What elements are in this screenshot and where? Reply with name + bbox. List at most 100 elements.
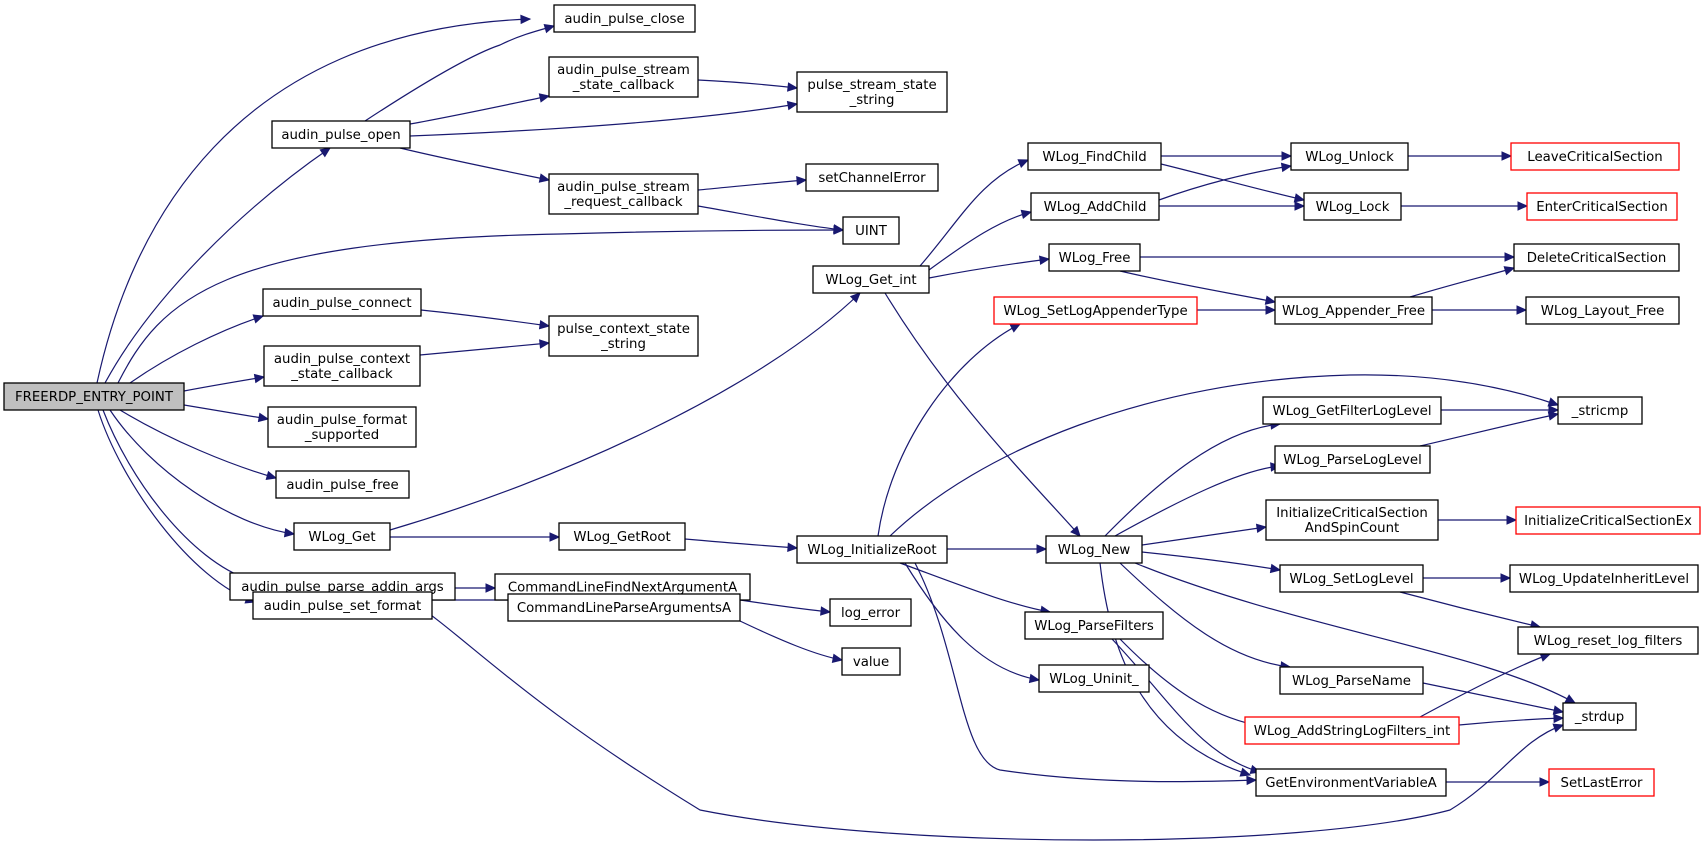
edge-line [904, 562, 1040, 681]
node-wlog-unlock[interactable]: WLog_Unlock [1290, 142, 1409, 171]
node-label: WLog_Unlock [1305, 150, 1394, 165]
node-wlog-get[interactable]: WLog_Get [293, 522, 391, 551]
node-audin-pulse-set-format[interactable]: audin_pulse_set_format [252, 591, 433, 620]
arrowhead [1547, 397, 1560, 407]
edge-line [104, 147, 331, 384]
edge-line [409, 599, 1564, 841]
node-wlog-free[interactable]: WLog_Free [1048, 243, 1141, 272]
node-wlog-reset-log-filters[interactable]: WLog_reset_log_filters [1517, 626, 1699, 655]
node-label: WLog_GetRoot [573, 530, 670, 545]
edge-wlog-initializeroot-to-stricmp [889, 374, 1560, 537]
edge-getenvironmentvariablea-to-setlasterror [1446, 777, 1551, 787]
node-wlog-parsefilters[interactable]: WLog_ParseFilters [1024, 611, 1164, 640]
node-box [548, 173, 699, 215]
arrowhead [787, 542, 799, 553]
node-setchannelerror[interactable]: setChannelError [805, 163, 939, 192]
node-wlog-uninit[interactable]: WLog_Uninit_ [1038, 664, 1150, 693]
node-pulse-context-state-string[interactable]: pulse_context_state_string [548, 315, 699, 357]
node-wlog-updateinheritlevel[interactable]: WLog_UpdateInheritLevel [1509, 564, 1699, 593]
node-log-error[interactable]: log_error [829, 598, 912, 627]
node-wlog-lock[interactable]: WLog_Lock [1303, 192, 1402, 221]
arrowhead [833, 224, 845, 234]
node-deletecriticalsection[interactable]: DeleteCriticalSection [1513, 243, 1680, 272]
edge-line [389, 292, 861, 531]
node-box [548, 56, 699, 98]
node-wlog-get-int[interactable]: WLog_Get_int [812, 265, 930, 294]
node-wlog-getfilterloglevel[interactable]: WLog_GetFilterLogLevel [1262, 396, 1442, 425]
node-initializecriticalsectionex[interactable]: InitializeCriticalSectionEx [1515, 506, 1701, 535]
arrowhead [1264, 295, 1277, 305]
node-wlog-addchild[interactable]: WLog_AddChild [1030, 192, 1160, 221]
node-label: CommandLineParseArgumentsA [517, 601, 731, 616]
node-label: WLog_SetLogAppenderType [1003, 304, 1187, 319]
node-wlog-new[interactable]: WLog_New [1045, 535, 1143, 564]
node-entercriticalsection[interactable]: EnterCriticalSection [1526, 192, 1678, 221]
edge-line [1141, 526, 1267, 546]
node-setlasterror[interactable]: SetLastError [1548, 768, 1655, 797]
node-audin-pulse-format-supported[interactable]: audin_pulse_format_supported [267, 406, 417, 448]
node-audin-pulse-open[interactable]: audin_pulse_open [271, 120, 411, 149]
arrowhead [1294, 201, 1306, 211]
edge-audin-pulse-stream-request-callback-to-uint [697, 205, 845, 234]
node-audin-pulse-stream-state-callback[interactable]: audin_pulse_stream_state_callback [548, 56, 699, 98]
edge-freerdp-entry-point-to-uint [117, 225, 845, 384]
node-label: WLog_SetLogLevel [1289, 572, 1413, 587]
edge-wlog-findchild-to-wlog-lock [1160, 163, 1306, 203]
edge-wlog-getfilterloglevel-to-stricmp [1441, 405, 1560, 415]
node-box [1562, 702, 1637, 731]
node-uint[interactable]: UINT [842, 216, 900, 245]
arrowhead [319, 147, 332, 158]
node-wlog-parsename[interactable]: WLog_ParseName [1279, 666, 1424, 695]
node-audin-pulse-free[interactable]: audin_pulse_free [275, 470, 410, 499]
node-label: WLog_New [1058, 543, 1131, 558]
node-wlog-layout-free[interactable]: WLog_Layout_Free [1525, 296, 1680, 325]
edge-wlog-initializeroot-to-wlog-setlogappendertype [877, 323, 1022, 537]
arrowhead [1500, 573, 1512, 583]
node-label: audin_pulse_stream [557, 63, 690, 78]
node-audin-pulse-close[interactable]: audin_pulse_close [553, 4, 696, 33]
nodes-layer: FREERDP_ENTRY_POINT audin_pulse_closeaudi… [3, 4, 1701, 797]
node-wlog-parseloglevel[interactable]: WLog_ParseLogLevel [1274, 445, 1431, 474]
node-label: value [853, 655, 889, 670]
arrowhead [1038, 255, 1051, 265]
node-box [1274, 445, 1431, 474]
node-wlog-initializeroot[interactable]: WLog_InitializeRoot [796, 535, 948, 564]
node-freerdp-entry-point[interactable]: FREERDP_ENTRY_POINT [3, 382, 185, 411]
edge-line [96, 18, 531, 384]
node-box [263, 345, 421, 387]
node-label: WLog_ParseName [1292, 674, 1411, 689]
node-value[interactable]: value [841, 647, 901, 676]
node-audin-pulse-context-state-callback[interactable]: audin_pulse_context_state_callback [263, 345, 421, 387]
node-label: audin_pulse_open [281, 128, 400, 143]
node-pulse-stream-state-string[interactable]: pulse_stream_state_string [796, 71, 948, 113]
node-box [993, 296, 1198, 325]
node-wlog-getroot[interactable]: WLog_GetRoot [558, 522, 686, 551]
node-strdup[interactable]: _strdup [1562, 702, 1637, 731]
node-commandlineparseargumentsa[interactable]: CommandLineParseArgumentsA [507, 593, 741, 622]
node-wlog-addstringlogfilters-int[interactable]: WLog_AddStringLogFilters_int [1244, 716, 1460, 745]
edge-line [129, 315, 264, 384]
node-label: WLog_Free [1059, 251, 1131, 266]
edge-wlog-get-int-to-wlog-new [884, 292, 1081, 537]
edge-line [899, 562, 1051, 613]
edge-line [697, 79, 798, 89]
node-audin-pulse-stream-request-callback[interactable]: audin_pulse_stream_request_callback [548, 173, 699, 215]
edge-line [1458, 717, 1564, 726]
edge-line [697, 179, 807, 191]
edge-freerdp-entry-point-to-audin-pulse-close [96, 14, 532, 384]
node-wlog-setloglevel[interactable]: WLog_SetLogLevel [1279, 564, 1424, 593]
node-box [1024, 611, 1164, 640]
node-box [829, 598, 912, 627]
edge-line [889, 374, 1559, 537]
node-getenvironmentvariablea[interactable]: GetEnvironmentVariableA [1255, 768, 1447, 797]
node-wlog-setlogappendertype[interactable]: WLog_SetLogAppenderType [993, 296, 1198, 325]
node-wlog-findchild[interactable]: WLog_FindChild [1027, 142, 1162, 171]
node-label: audin_pulse_connect [272, 296, 411, 311]
node-stricmp[interactable]: _stricmp [1557, 396, 1643, 425]
node-wlog-appender-free[interactable]: WLog_Appender_Free [1274, 296, 1433, 325]
node-leavecriticalsection[interactable]: LeaveCriticalSection [1510, 142, 1680, 171]
node-label: WLog_ParseFilters [1034, 619, 1154, 634]
node-audin-pulse-connect[interactable]: audin_pulse_connect [262, 288, 422, 317]
